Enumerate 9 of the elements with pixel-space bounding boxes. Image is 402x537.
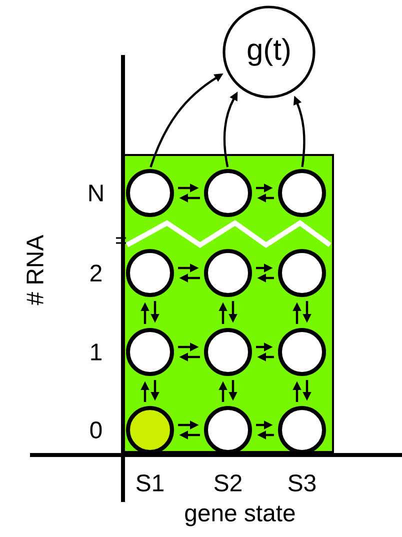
axis-label: # RNA [26,234,44,306]
tick-label: 2 [90,264,102,282]
tick-label: 0 [90,422,102,438]
tick-label: S2 [214,474,242,492]
tick-label: S1 [136,474,164,492]
tick-label: 1 [91,344,102,360]
tick-label: S3 [288,474,316,492]
axis-label: gene state [185,506,295,526]
tick-label: N [89,184,103,202]
